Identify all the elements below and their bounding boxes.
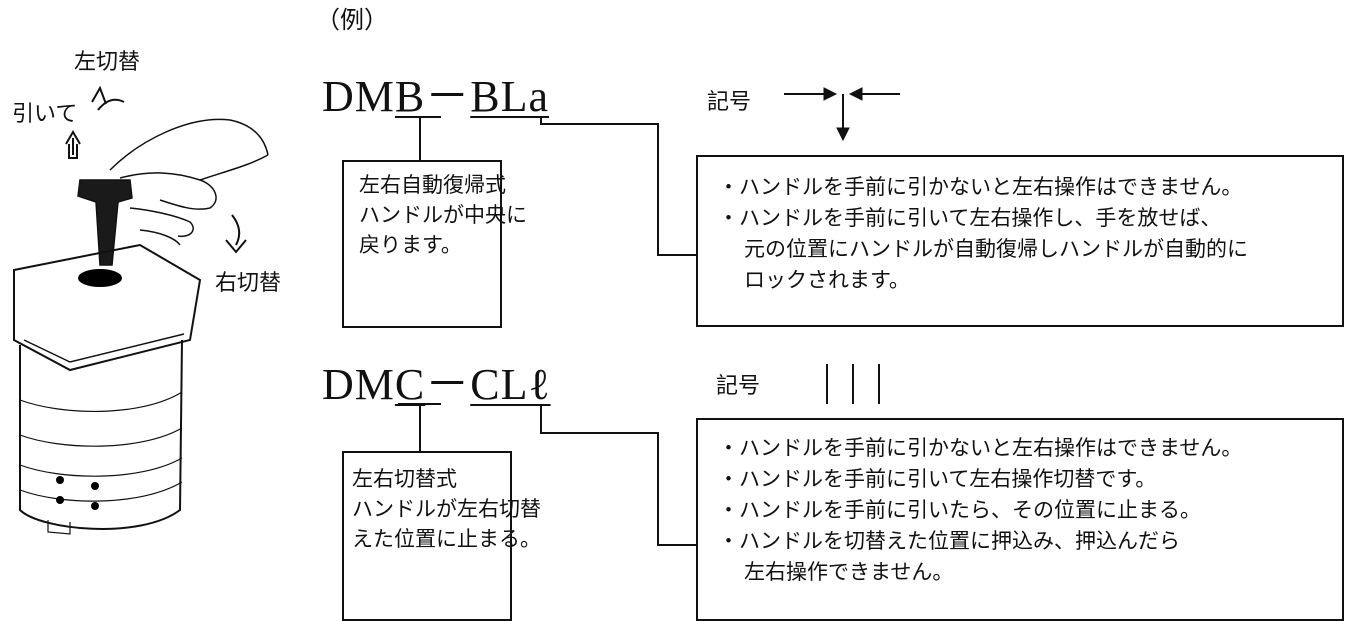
left-switch-label: 左切替 (74, 50, 141, 75)
note-item: ・ハンドルを手前に引いて左右操作し、手を放せば、 (718, 206, 1222, 230)
note-item: 元の位置にハンドルが自動復帰しハンドルが自動的に (744, 237, 1248, 261)
note-item: ・ハンドルを手前に引かないと左右操作はできません。 (718, 436, 1243, 460)
model-suffix: BLa (470, 72, 550, 121)
desc-line: ハンドルが中央に (359, 203, 527, 227)
model-suffix: CLℓ (470, 360, 551, 409)
note-item: ・ハンドルを手前に引いて左右操作切替です。 (718, 467, 1157, 491)
note-item: ・ハンドルを切替えた位置に押込み、押込んだら (718, 529, 1180, 553)
model-letter: C (394, 360, 426, 409)
model-prefix: DM (322, 360, 395, 409)
right-curve-arrow-icon (231, 214, 241, 246)
rotary-switch-drawing (13, 85, 269, 535)
desc-line: えた位置に止まる。 (352, 527, 541, 551)
note-item: ・ハンドルを手前に引いたら、その位置に止まる。 (718, 498, 1201, 522)
desc-line: 左右切替式 (352, 467, 457, 491)
left-curve-arrow-icon (97, 98, 125, 111)
right-switch-label: 右切替 (215, 271, 282, 296)
note-item: ロックされます。 (744, 268, 910, 292)
notes-box-1: ・ハンドルを手前に引かないと左右操作はできません。 ・ハンドルを手前に引いて左右… (696, 155, 1344, 327)
symbol-label-1: 記号 (707, 90, 752, 115)
model-dash: － (425, 72, 471, 121)
auto-return-symbol-icon (784, 87, 900, 142)
model-code-1: DMB－BLa (322, 74, 549, 120)
description-box-1: 左右自動復帰式 ハンドルが中央に 戻ります。 (342, 160, 527, 328)
model-letter: B (394, 72, 426, 121)
example-label: （例） (316, 6, 388, 34)
note-item: ・ハンドルを手前に引かないと左右操作はできません。 (718, 175, 1243, 199)
note-item: 左右操作できません。 (744, 560, 954, 584)
desc-line: 戻ります。 (359, 233, 462, 257)
pull-label: 引いて (12, 102, 78, 127)
model-prefix: DM (322, 72, 395, 121)
model-dash: － (425, 360, 471, 409)
desc-line: 左右自動復帰式 (359, 173, 506, 197)
notes-box-2: ・ハンドルを手前に引かないと左右操作はできません。 ・ハンドルを手前に引いて左右… (696, 418, 1344, 621)
switch-position-symbol-icon (826, 364, 880, 404)
desc-line: ハンドルが左右切替 (352, 497, 541, 521)
model-code-2: DMC－CLℓ (322, 362, 551, 408)
switch-illustration (0, 40, 310, 600)
description-box-2: 左右切替式 ハンドルが左右切替 えた位置に止まる。 (342, 451, 541, 621)
up-arrow-icon (65, 130, 81, 159)
symbol-label-2: 記号 (716, 374, 761, 399)
